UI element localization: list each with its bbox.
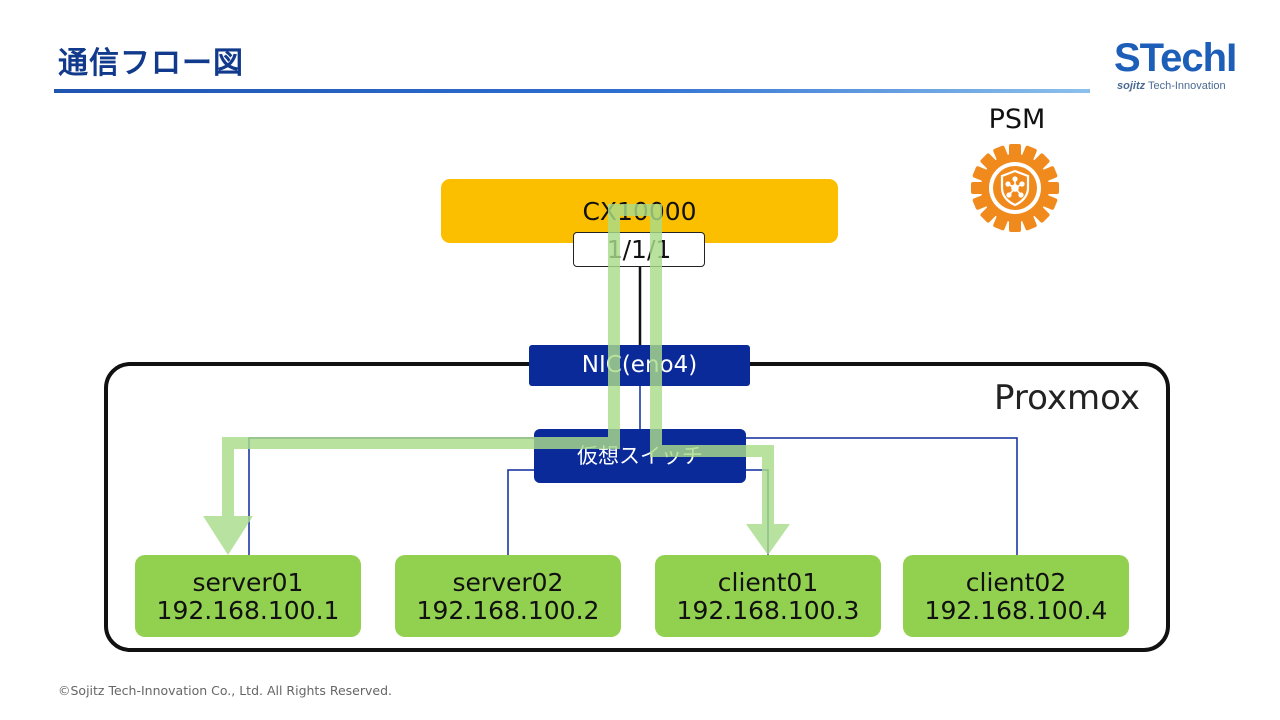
link-client02 (746, 437, 1018, 557)
vm-name: client01 (717, 568, 819, 597)
nic-eno4: NIC(eno4) (529, 345, 750, 386)
title-underline (54, 89, 1090, 93)
flow-arrowhead-server01 (203, 516, 253, 555)
psm-label: PSM (988, 104, 1046, 135)
vm-server02: server02 192.168.100.2 (395, 555, 621, 637)
company-logo-subtitle: sojitz Tech-Innovation (1117, 80, 1226, 92)
vm-server01: server01 192.168.100.1 (135, 555, 361, 637)
vm-name: client02 (965, 568, 1067, 597)
link-server02 (507, 469, 540, 557)
vm-ip: 192.168.100.4 (924, 596, 1108, 625)
vm-client01: client01 192.168.100.3 (655, 555, 881, 637)
company-logo: STechI (1114, 36, 1237, 80)
flow-arrowhead-client01 (746, 524, 790, 555)
page-title: 通信フロー図 (58, 46, 244, 81)
gear-shield-network-icon (970, 143, 1060, 237)
vm-ip: 192.168.100.1 (156, 596, 340, 625)
vm-client02: client02 192.168.100.4 (903, 555, 1129, 637)
vm-name: server01 (192, 568, 304, 597)
vm-name: server02 (452, 568, 564, 597)
flow-path-client01-to-cx (222, 204, 774, 528)
proxmox-label: Proxmox (994, 378, 1141, 418)
vm-ip: 192.168.100.3 (676, 596, 860, 625)
vm-ip: 192.168.100.2 (416, 596, 600, 625)
copyright-footer: ©Sojitz Tech-Innovation Co., Ltd. All Ri… (58, 683, 392, 698)
